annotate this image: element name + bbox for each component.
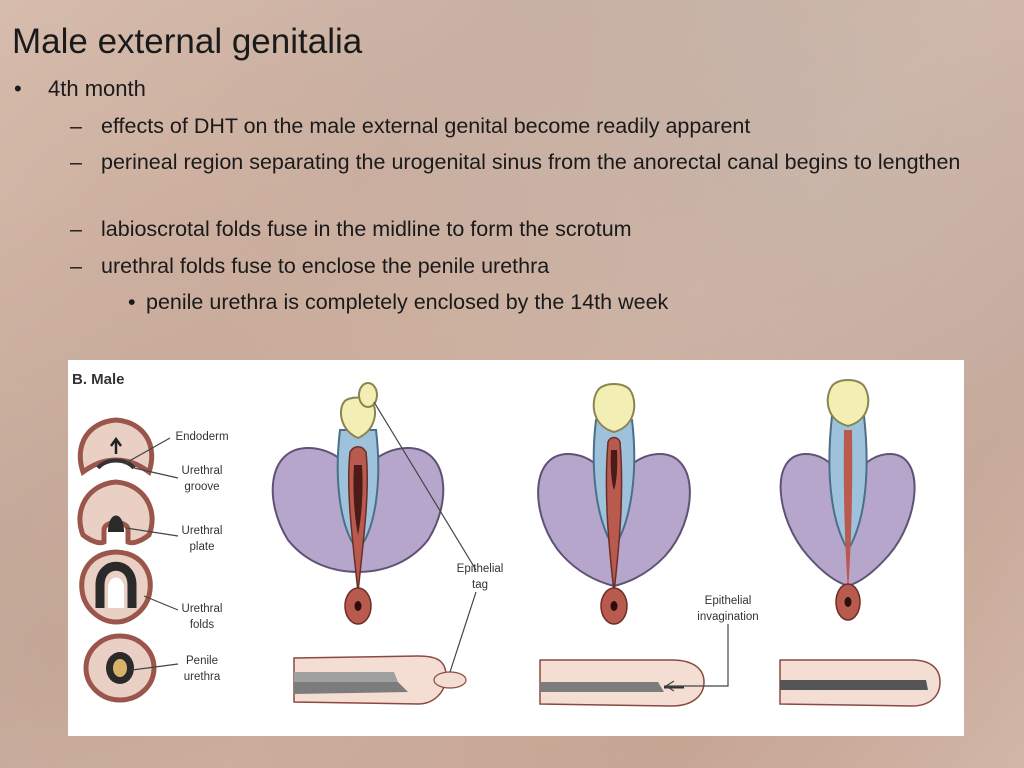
stage-1-section [294, 656, 466, 704]
label-penile-urethra-line2: urethra [184, 671, 221, 683]
sub-bullet-text: effects of DHT on the male external geni… [101, 111, 1000, 142]
label-urethral-folds-line1: Urethral [182, 603, 223, 615]
label-urethral-plate-line2: plate [190, 541, 215, 553]
bullet-marker: • [14, 76, 22, 102]
label-epithelial-invagination-line2: invagination [697, 611, 758, 623]
cross-section-urethral-folds [82, 552, 150, 622]
stage-3-phallus [781, 380, 915, 620]
dash-marker: – [70, 214, 82, 245]
sub-bullet-perineal: – perineal region separating the urogeni… [70, 147, 1000, 178]
figure-drawing: B. Male Endoder [68, 360, 964, 736]
label-urethral-groove-line1: Urethral [182, 465, 223, 477]
panel-title: B. Male [72, 371, 125, 388]
label-epithelial-tag-line2: tag [472, 579, 488, 591]
label-penile-urethra-line1: Penile [186, 655, 218, 667]
sub-bullet-urethral-folds: – urethral folds fuse to enclose the pen… [70, 251, 1000, 282]
bullet-marker: • [128, 290, 136, 315]
dash-marker: – [70, 111, 82, 142]
dash-marker: – [70, 251, 82, 282]
slide-title: Male external genitalia [12, 22, 362, 62]
bullet-text: penile urethra is completely enclosed by… [146, 290, 668, 315]
cross-section-urethral-groove [80, 420, 151, 472]
sub-bullet-text: perineal region separating the urogenita… [101, 147, 1000, 178]
stage-2-section [540, 660, 704, 706]
sub-bullet-dht: – effects of DHT on the male external ge… [70, 111, 1000, 142]
stage-3-section [780, 660, 940, 706]
stage-2-phallus [538, 384, 690, 624]
label-urethral-groove-line2: groove [184, 481, 219, 493]
label-urethral-folds-line2: folds [190, 619, 215, 631]
dash-marker: – [70, 147, 82, 178]
male-genitalia-figure: B. Male Endoder [68, 360, 964, 736]
label-endoderm: Endoderm [175, 431, 228, 443]
label-epithelial-tag-line1: Epithelial [457, 563, 504, 575]
cross-section-urethral-plate [80, 482, 152, 543]
label-epithelial-invagination-line1: Epithelial [705, 595, 752, 607]
sub-bullet-text: labioscrotal folds fuse in the midline t… [101, 214, 1000, 245]
stage-1-phallus [273, 383, 444, 624]
bullet-text: 4th month [48, 76, 146, 102]
sub-bullet-labioscrotal: – labioscrotal folds fuse in the midline… [70, 214, 1000, 245]
label-urethral-plate-line1: Urethral [182, 525, 223, 537]
sub-bullet-text: urethral folds fuse to enclose the penil… [101, 251, 1000, 282]
